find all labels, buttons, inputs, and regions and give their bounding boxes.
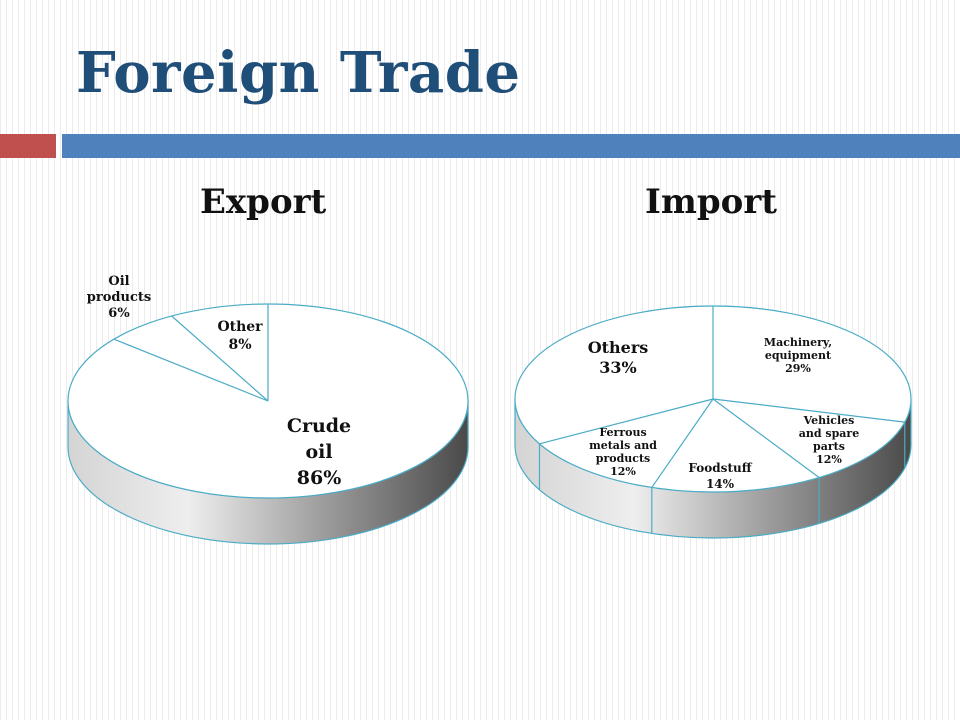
export-chart-title: Export <box>200 182 327 222</box>
import-slice-others <box>539 398 714 445</box>
import-slice-foodstuff <box>712 398 820 479</box>
export-slice-other <box>171 315 269 402</box>
import-slice-ferrous-metals-and-products <box>651 398 714 488</box>
title-accent-bar-blue <box>62 134 960 158</box>
slide-title: Foreign Trade <box>76 40 521 106</box>
title-accent-bar-red <box>0 134 56 158</box>
import-slice-vehicles-and-spare-parts <box>712 398 905 423</box>
export-slice-oil-products <box>113 338 269 402</box>
import-chart-title: Import <box>645 182 777 222</box>
